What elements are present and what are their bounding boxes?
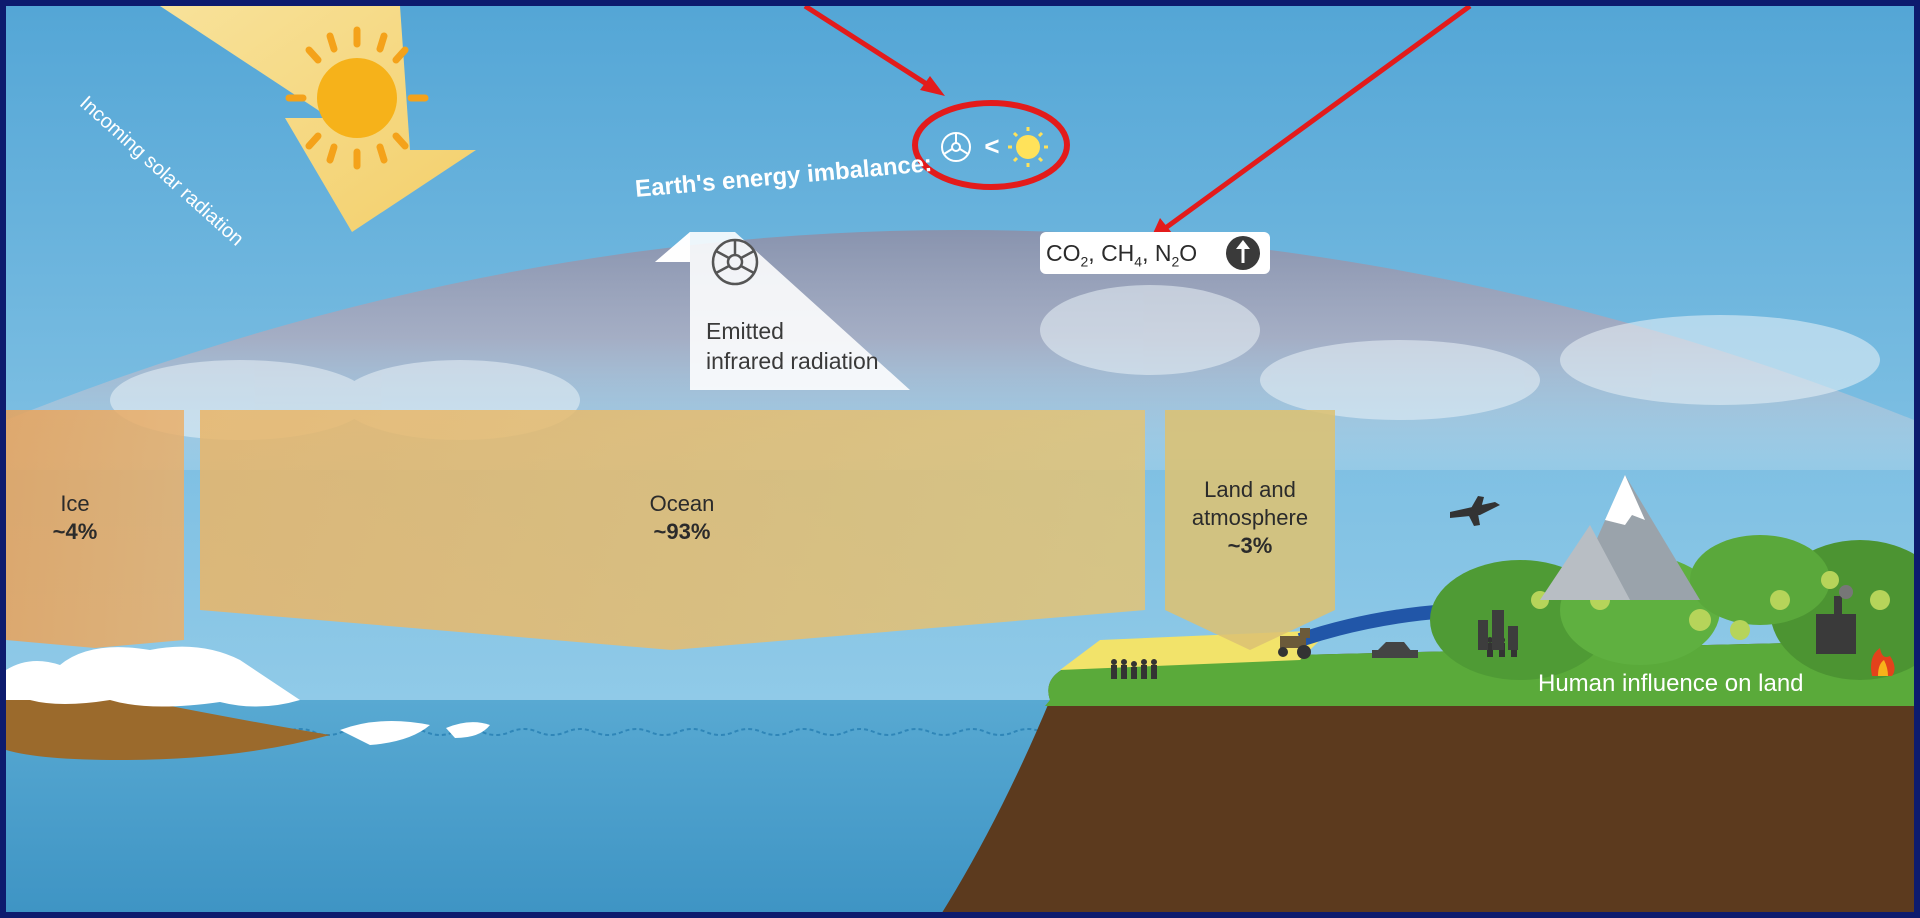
- forest-hills: [1430, 535, 1920, 680]
- human-influence-label: Human influence on land: [1538, 670, 1804, 697]
- car-icon: [1372, 642, 1418, 658]
- emitted-line-2: infrared radiation: [706, 348, 879, 374]
- ghg-co: CO: [1046, 240, 1081, 266]
- ocean-value: ~93%: [653, 519, 711, 544]
- imbalance-operator: <: [984, 131, 1000, 161]
- tractor-icon: [1278, 628, 1311, 659]
- imbalance-sun-icon: [1008, 127, 1048, 167]
- imbalance-infrared-icon: [941, 132, 971, 162]
- ocean-reservoir-arrow: [200, 410, 1145, 650]
- airplane-icon: [1450, 496, 1500, 526]
- fire-icon: [1871, 648, 1895, 676]
- land-value: ~3%: [1227, 533, 1273, 558]
- ghg-o: O: [1179, 240, 1198, 266]
- greenhouse-gases-label: CO2, CH4, N2O: [1046, 238, 1226, 277]
- emitted-line-1: Emitted: [706, 318, 784, 344]
- ghg-box: [1040, 232, 1270, 274]
- infrared-icon: [711, 238, 759, 286]
- ice-reservoir-label: Ice ~4%: [30, 490, 120, 546]
- ghg-n: , N: [1142, 240, 1172, 266]
- ghg-n-sub: 2: [1171, 253, 1180, 270]
- emitted-infrared-label: Emitted infrared radiation: [706, 316, 956, 376]
- ghg-co-sub: 2: [1080, 253, 1089, 270]
- land-name-line-1: Land and: [1204, 477, 1296, 502]
- up-arrow-icon: [1226, 236, 1260, 270]
- land-reservoir-label: Land and atmosphere ~3%: [1160, 476, 1340, 560]
- mountain-icon: [1540, 475, 1700, 600]
- sun-icon: [285, 26, 429, 170]
- ghg-ch-sub: 4: [1134, 253, 1143, 270]
- ice-shelf: [6, 646, 490, 760]
- land-reservoir-arrow: [1165, 410, 1335, 650]
- ghg-ch: , CH: [1088, 240, 1135, 266]
- ocean-name: Ocean: [649, 491, 715, 516]
- land-name-line-2: atmosphere: [1191, 505, 1309, 530]
- ocean-reservoir-label: Ocean ~93%: [622, 490, 742, 546]
- ice-reservoir-arrow: [6, 410, 184, 648]
- factory-icon: [1816, 585, 1856, 654]
- ice-name: Ice: [60, 491, 90, 516]
- highlight-circle: [912, 100, 1070, 190]
- land-mass: [940, 640, 1914, 916]
- city-buildings: [1478, 610, 1518, 650]
- ice-value: ~4%: [52, 519, 98, 544]
